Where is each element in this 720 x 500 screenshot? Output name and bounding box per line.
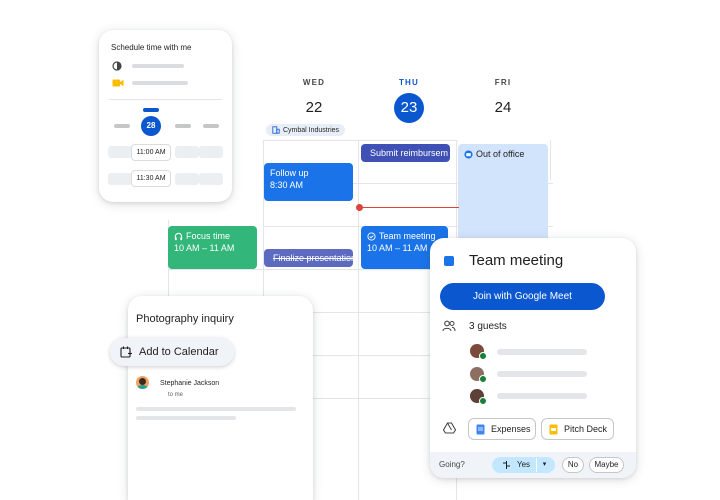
chevron-down-icon[interactable]: ▾ <box>536 458 552 472</box>
event-time: 10 AM – 11 AM <box>174 243 235 253</box>
event-title: Follow up <box>270 168 309 178</box>
grid-line <box>168 355 458 356</box>
meet-video-icon <box>112 79 124 87</box>
grid-line <box>358 140 359 500</box>
guests-count: 3 guests <box>469 321 507 332</box>
rsvp-no-button[interactable]: No <box>562 457 584 473</box>
task-check-icon <box>367 231 376 241</box>
grid-line <box>168 312 458 313</box>
inquiry-title: Photography inquiry <box>136 313 234 325</box>
rsvp-maybe-button[interactable]: Maybe <box>589 457 624 473</box>
placeholder-bar <box>136 407 296 411</box>
timer-icon <box>112 61 122 71</box>
grid-line <box>550 140 551 180</box>
chip-label: Cymbal Industries <box>283 126 340 134</box>
accepted-check-icon <box>479 375 487 383</box>
placeholder-bar <box>132 81 188 85</box>
sender-name: Stephanie Jackson <box>160 380 220 387</box>
schedule-card: Schedule time with me 28 11:00 AM 11:30 … <box>99 30 232 202</box>
grid-line <box>263 140 458 141</box>
event-finalize-presentation[interactable]: Finalize presentation <box>264 249 353 267</box>
attachment-label: Expenses <box>491 424 531 434</box>
day-name: WED <box>302 78 326 87</box>
slot-placeholder <box>199 173 223 185</box>
day-header-thu[interactable]: THU 23 <box>369 78 449 123</box>
docs-icon <box>476 424 485 435</box>
time-slot-1130[interactable]: 11:30 AM <box>131 170 171 187</box>
placeholder-bar <box>175 124 191 128</box>
event-title: Submit reimbursem <box>370 148 449 158</box>
event-time: 10 AM – 11 AM <box>367 243 428 253</box>
slot-placeholder <box>108 173 132 185</box>
event-follow-up[interactable]: Follow up 8:30 AM <box>264 163 353 201</box>
event-title: Focus time <box>186 231 231 241</box>
grid-line <box>263 183 553 184</box>
repeat-icon <box>503 461 510 469</box>
attachment-pitch-deck[interactable]: Pitch Deck <box>541 418 614 440</box>
calendar-add-icon <box>120 346 132 358</box>
drive-icon <box>443 422 456 434</box>
event-time: 8:30 AM <box>270 180 304 190</box>
placeholder-bar <box>114 124 130 128</box>
event-title: Finalize presentation <box>273 253 353 263</box>
slot-placeholder <box>108 146 132 158</box>
slot-placeholder <box>199 146 223 158</box>
event-submit-reimbursement[interactable]: Submit reimbursem <box>361 144 450 162</box>
meeting-detail-card <box>430 238 636 478</box>
add-to-calendar-label: Add to Calendar <box>139 346 219 358</box>
out-of-office-icon <box>464 149 473 159</box>
now-indicator-line <box>359 207 459 208</box>
slot-placeholder <box>175 146 199 158</box>
join-meet-button[interactable]: Join with Google Meet <box>440 283 605 310</box>
attachment-label: Pitch Deck <box>564 424 608 434</box>
going-label: Going? <box>439 460 465 469</box>
sender-to: to me <box>168 392 184 398</box>
event-focus-time[interactable]: Focus time 10 AM – 11 AM <box>168 226 257 269</box>
attachment-expenses[interactable]: Expenses <box>468 418 536 440</box>
rsvp-yes-button[interactable]: Yes ▾ <box>492 457 555 473</box>
placeholder-bar <box>132 64 184 68</box>
headphones-icon <box>174 232 183 240</box>
building-icon <box>272 126 280 134</box>
all-day-chip[interactable]: Cymbal Industries <box>266 124 346 136</box>
rsvp-yes-label: Yes <box>517 460 531 469</box>
divider <box>109 99 222 100</box>
day-marker <box>143 108 159 112</box>
selected-day[interactable]: 28 <box>141 116 161 136</box>
grid-line <box>168 269 458 270</box>
inquiry-card: Photography inquiry Stephanie Jackson to… <box>128 296 313 500</box>
placeholder-bar <box>136 416 236 420</box>
day-number: 23 <box>394 93 424 123</box>
event-title: Team meeting <box>379 231 436 241</box>
accepted-check-icon <box>479 397 487 405</box>
avatar <box>136 376 149 389</box>
schedule-card-title: Schedule time with me <box>111 43 192 52</box>
day-name: THU <box>398 78 420 87</box>
day-number: 24 <box>494 99 512 116</box>
day-number: 22 <box>305 99 323 116</box>
placeholder-bar <box>497 393 587 399</box>
add-to-calendar-button[interactable]: Add to Calendar <box>110 338 234 366</box>
grid-line <box>168 398 458 399</box>
placeholder-bar <box>497 349 587 355</box>
placeholder-bar <box>497 371 587 377</box>
day-header-wed[interactable]: WED 22 <box>274 78 354 123</box>
slot-placeholder <box>175 173 199 185</box>
placeholder-bar <box>203 124 219 128</box>
day-header-fri[interactable]: FRI 24 <box>463 78 543 123</box>
time-slot-1100[interactable]: 11:00 AM <box>131 144 171 161</box>
event-color-swatch <box>444 256 454 266</box>
event-title: Out of office <box>476 149 525 159</box>
accepted-check-icon <box>479 352 487 360</box>
slides-icon <box>549 424 558 435</box>
day-name: FRI <box>494 78 512 87</box>
guests-icon <box>442 320 456 332</box>
meeting-title: Team meeting <box>469 252 564 269</box>
